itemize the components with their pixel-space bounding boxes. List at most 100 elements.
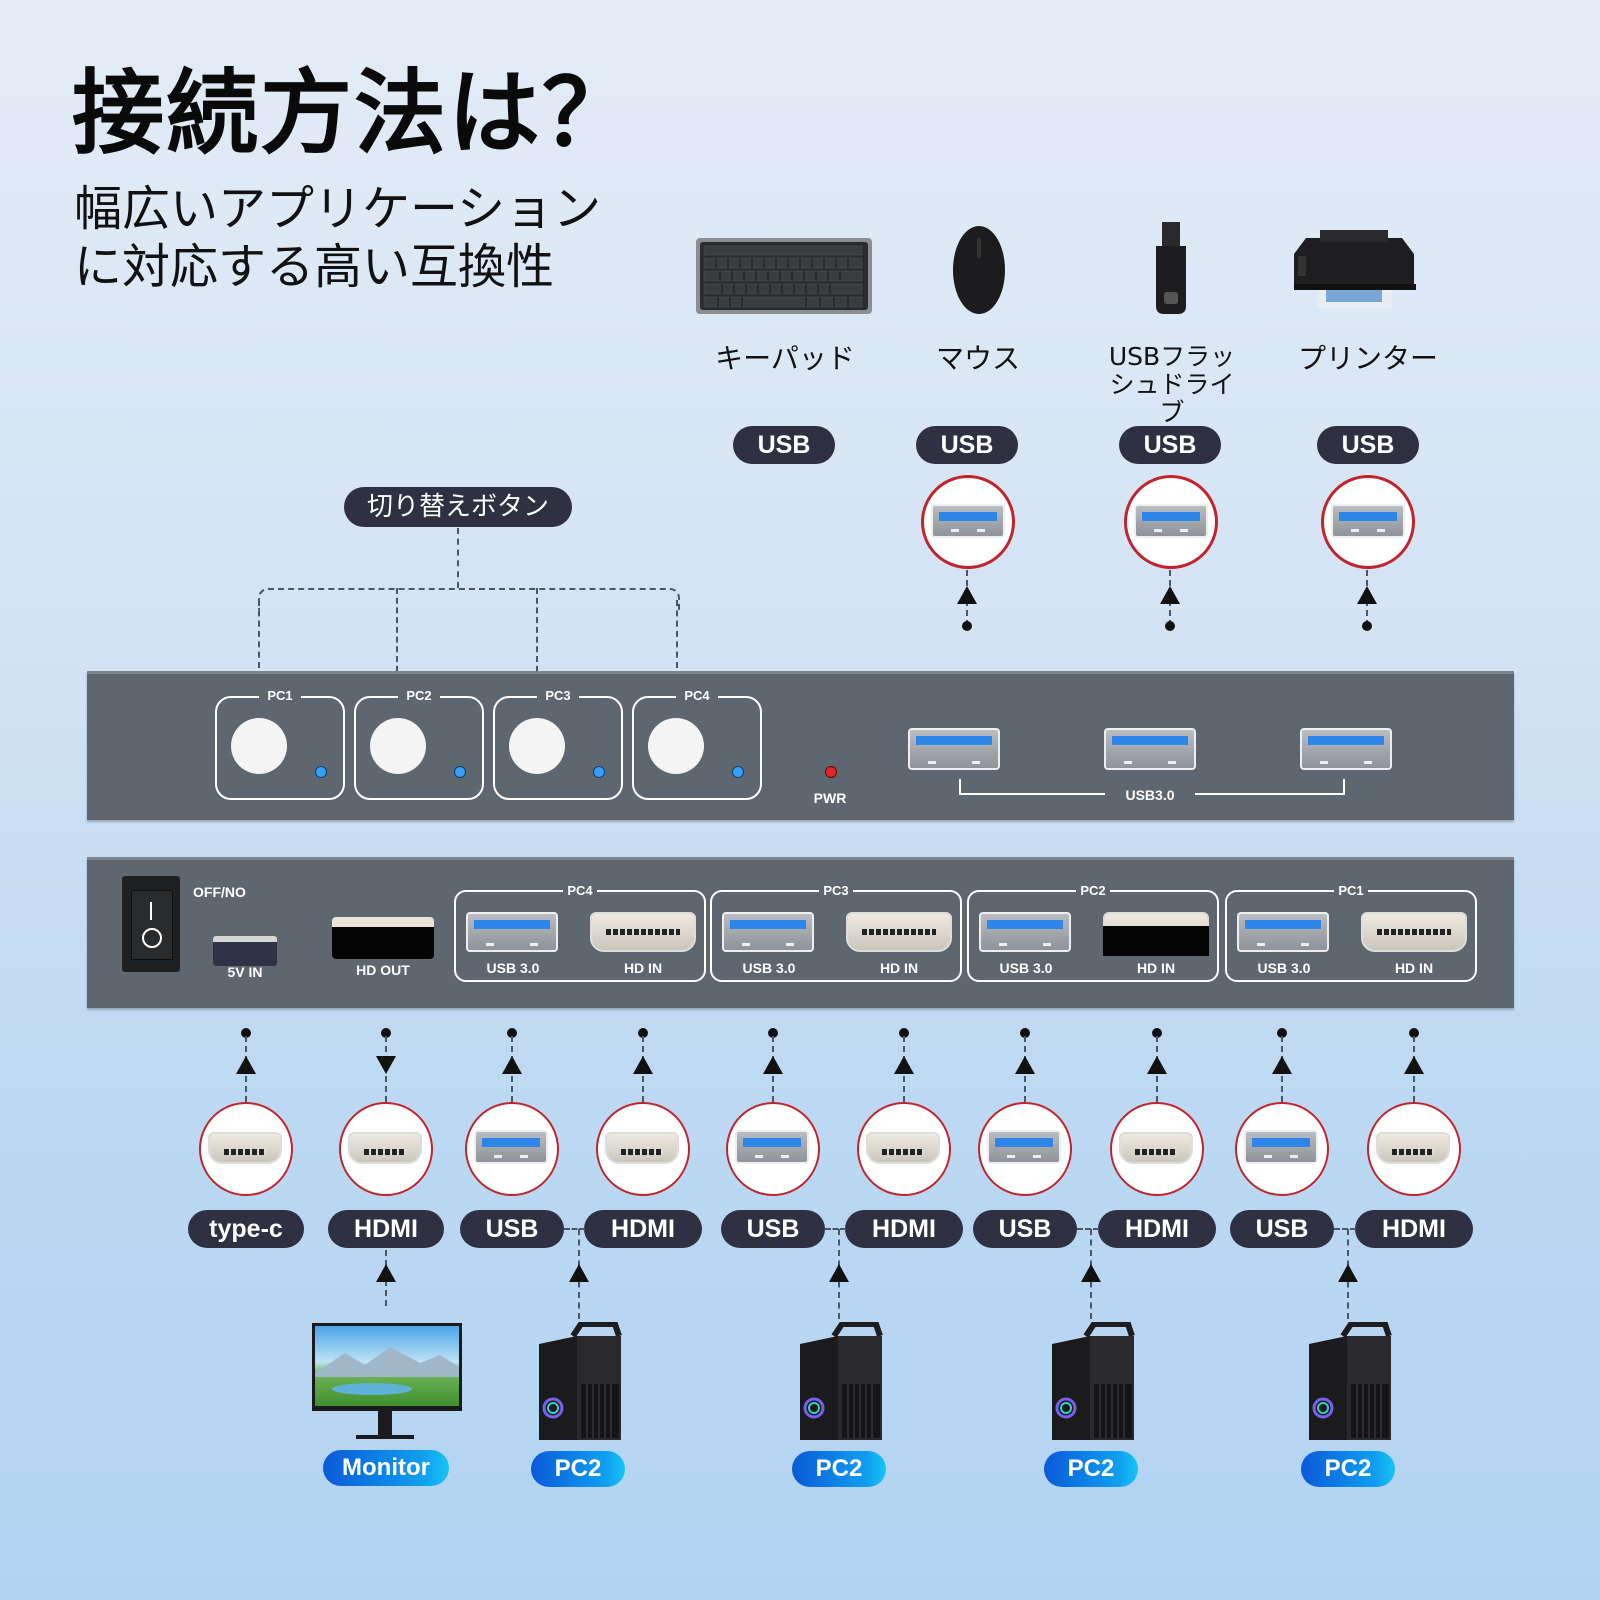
hd-out-port[interactable] [332,917,434,959]
hdmi-in-port[interactable] [1361,912,1467,952]
arrow-up-icon [1272,1056,1292,1074]
port-type-pill: USB [733,426,835,464]
usb-port-icon [931,504,1005,538]
monitor-icon [312,1323,462,1439]
pc1-port-group: PC1 USB 3.0 HD IN [1225,883,1477,982]
pc3-port-group: PC3 USB 3.0 HD IN [710,883,962,982]
hdmi-in-port[interactable] [1103,912,1209,956]
arrow-up-icon [829,1264,849,1282]
cable-type-pill: HDMI [1355,1210,1473,1248]
power-in-label: 5V IN [227,964,263,980]
endpoint-label: PC2 [1301,1451,1395,1487]
connector-dot [768,1028,778,1038]
page-subtitle: 幅広いアプリケーションに対応する高い互換性 [74,181,602,295]
usb-in-port[interactable] [1237,912,1329,952]
arrow-up-icon [1081,1264,1101,1282]
button-knob[interactable] [231,718,287,774]
usb-in-port[interactable] [979,912,1071,952]
usb-port-callout [726,1102,820,1196]
usb-label: USB 3.0 [742,960,796,976]
hdmi-port-callout [339,1102,433,1196]
peripheral-label: キーパッド [715,342,855,375]
button-knob[interactable] [370,718,426,774]
arrow-up-icon [1338,1264,1358,1282]
pc2-switch-button[interactable]: PC2 [354,688,484,800]
connector-dot [1165,621,1175,631]
arrow-up-icon [1015,1056,1035,1074]
endpoint-label: PC2 [531,1451,625,1487]
usb-port-icon [474,1130,548,1164]
usb-port-callout [465,1102,559,1196]
cable-type-pill: HDMI [1098,1210,1216,1248]
connector-dot [1362,621,1372,631]
usb-port-callout [921,475,1015,569]
pc-tower-icon [1309,1322,1392,1440]
arrow-up-icon [957,586,977,604]
hdmi-label: HD IN [879,960,919,976]
mouse-icon [953,226,1005,314]
usb-flash-drive-icon [1156,222,1186,314]
keyboard-icon [696,238,872,314]
cable-type-pill: HDMI [845,1210,963,1248]
front-usb-port[interactable] [908,728,1000,770]
arrow-up-icon [236,1056,256,1074]
hdmi-port-icon [605,1132,679,1164]
usb3-label: USB3.0 [1105,787,1195,803]
button-label: PC3 [537,688,579,703]
usb-in-port[interactable] [466,912,558,952]
connector-dot [1409,1028,1419,1038]
hdmi-port-icon [348,1132,422,1164]
usb-port-icon [1134,504,1208,538]
hdmi-port-callout [596,1102,690,1196]
pc3-switch-button[interactable]: PC3 [493,688,623,800]
hdmi-label: HD IN [1136,960,1176,976]
hdmi-port-callout [857,1102,951,1196]
pc1-switch-button[interactable]: PC1 [215,688,345,800]
arrow-up-icon [1404,1056,1424,1074]
usb-port-callout [1321,475,1415,569]
usb-port-icon [1244,1130,1318,1164]
switch-buttons-bracket [258,588,680,610]
arrow-up-icon [763,1056,783,1074]
cable-type-pill: HDMI [584,1210,702,1248]
usb-port-callout [978,1102,1072,1196]
pc4-port-group: PC4 USB 3.0 HD IN [454,883,706,982]
front-usb-port[interactable] [1300,728,1392,770]
arrow-up-icon [1147,1056,1167,1074]
port-type-pill: USB [916,426,1018,464]
pc4-switch-button[interactable]: PC4 [632,688,762,800]
arrow-up-icon [1160,586,1180,604]
cable-type-pill: type-c [188,1210,304,1248]
status-led [454,766,466,778]
peripheral-label: USBフラッシュドライブ [1108,342,1236,427]
arrow-up-icon [502,1056,522,1074]
connector-dot [1020,1028,1030,1038]
connector-dot [638,1028,648,1038]
usb-port-icon [1331,504,1405,538]
cable-type-pill: USB [460,1210,564,1248]
button-label: PC4 [676,688,718,703]
hdmi-port-icon [208,1132,282,1164]
hdmi-port-callout [199,1102,293,1196]
button-label: PC1 [259,688,301,703]
hdmi-in-port[interactable] [846,912,952,952]
hdmi-in-port[interactable] [590,912,696,952]
type-c-port[interactable] [213,936,277,966]
usb-port-callout [1235,1102,1329,1196]
front-usb-port[interactable] [1104,728,1196,770]
hdmi-port-icon [1376,1132,1450,1164]
hdmi-label: HD IN [1394,960,1434,976]
usb-in-port[interactable] [722,912,814,952]
group-label: PC4 [563,883,597,898]
status-led [593,766,605,778]
printer-icon [1294,230,1416,308]
button-knob[interactable] [509,718,565,774]
arrow-up-icon [569,1264,589,1282]
hdmi-port-icon [866,1132,940,1164]
button-knob[interactable] [648,718,704,774]
usb-port-callout [1124,475,1218,569]
endpoint-label: Monitor [323,1450,449,1486]
power-switch[interactable] [122,876,180,972]
front-panel: PC1 PC2 PC3 PC4 PWR USB3.0 [87,671,1514,820]
arrow-up-icon [376,1264,396,1282]
